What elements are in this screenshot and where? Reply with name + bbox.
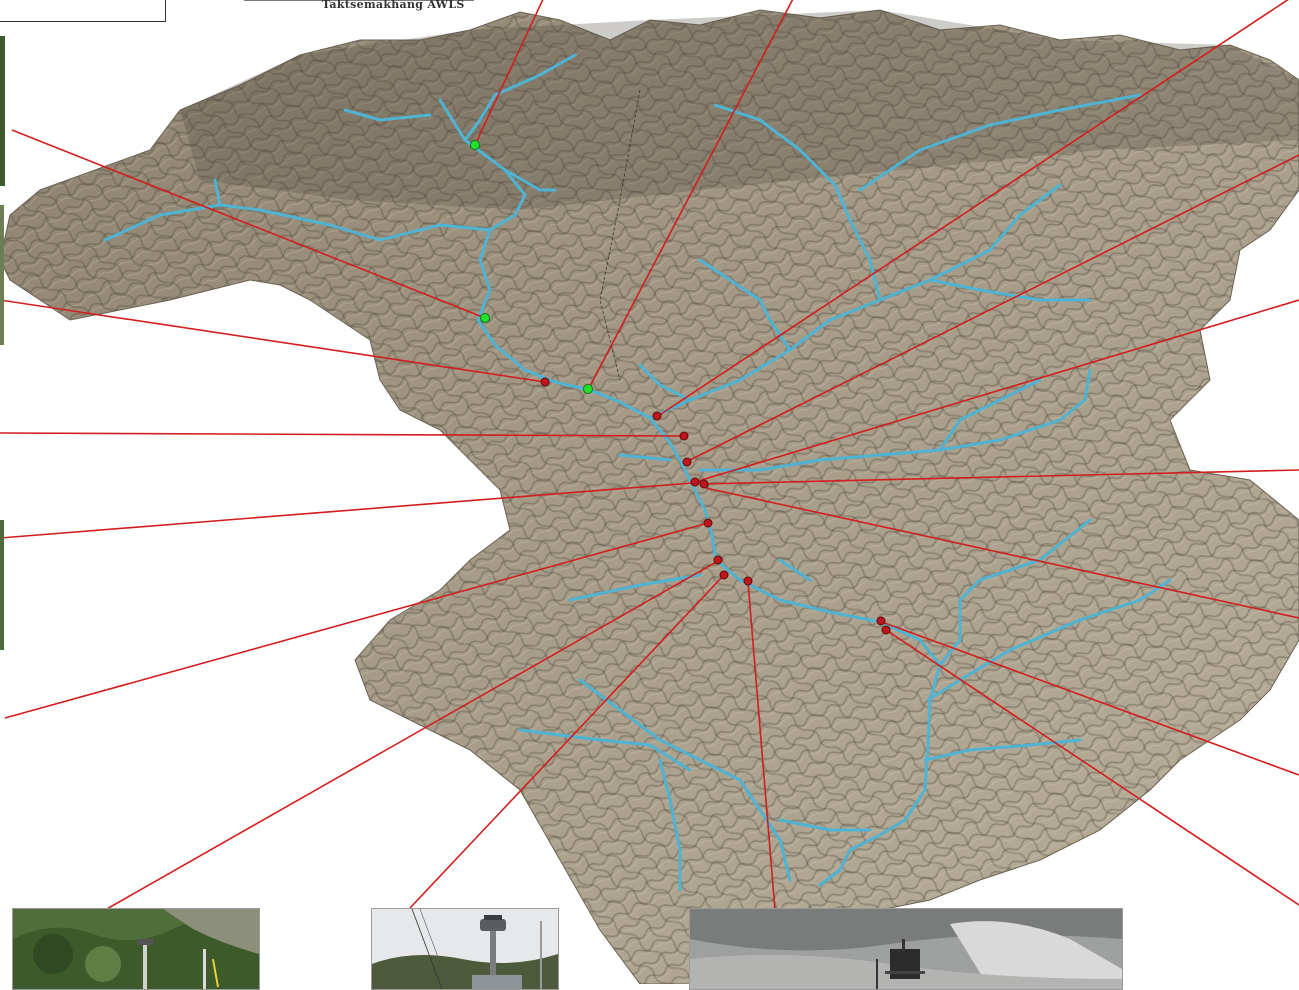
leader-lines	[0, 0, 1299, 911]
photo-siren-valley[interactable]	[371, 908, 559, 990]
aws-marker-icon[interactable]	[583, 384, 593, 394]
river-network	[103, 53, 1172, 892]
photo-sliver-left-2	[0, 205, 4, 345]
station-marker-icon[interactable]	[881, 625, 891, 635]
photo-sliver-left-1	[0, 36, 5, 186]
photo-sliver-left-3	[0, 520, 4, 650]
photo-riverbed-station[interactable]	[689, 908, 1123, 990]
subbasin-boundary	[599, 89, 641, 381]
station-label: Taktsemakhang AWLS	[322, 0, 465, 11]
station-marker-icon[interactable]	[652, 411, 662, 421]
station-marker-icon[interactable]	[699, 479, 709, 489]
terrain-shade-north	[180, 10, 1299, 210]
station-marker-icon[interactable]	[679, 431, 689, 441]
stations	[470, 140, 891, 635]
legend-box	[0, 0, 166, 22]
title-bar	[244, 0, 474, 1]
station-marker-icon[interactable]	[743, 576, 753, 586]
station-marker-icon[interactable]	[690, 477, 700, 487]
station-marker-icon[interactable]	[719, 570, 729, 580]
photo-siren-forest[interactable]	[12, 908, 260, 990]
station-marker-icon[interactable]	[540, 377, 550, 387]
aws-marker-icon[interactable]	[470, 140, 480, 150]
station-marker-icon[interactable]	[713, 555, 723, 565]
station-marker-icon[interactable]	[682, 457, 692, 467]
aws-marker-icon[interactable]	[480, 313, 490, 323]
station-marker-icon[interactable]	[876, 616, 886, 626]
station-marker-icon[interactable]	[703, 518, 713, 528]
